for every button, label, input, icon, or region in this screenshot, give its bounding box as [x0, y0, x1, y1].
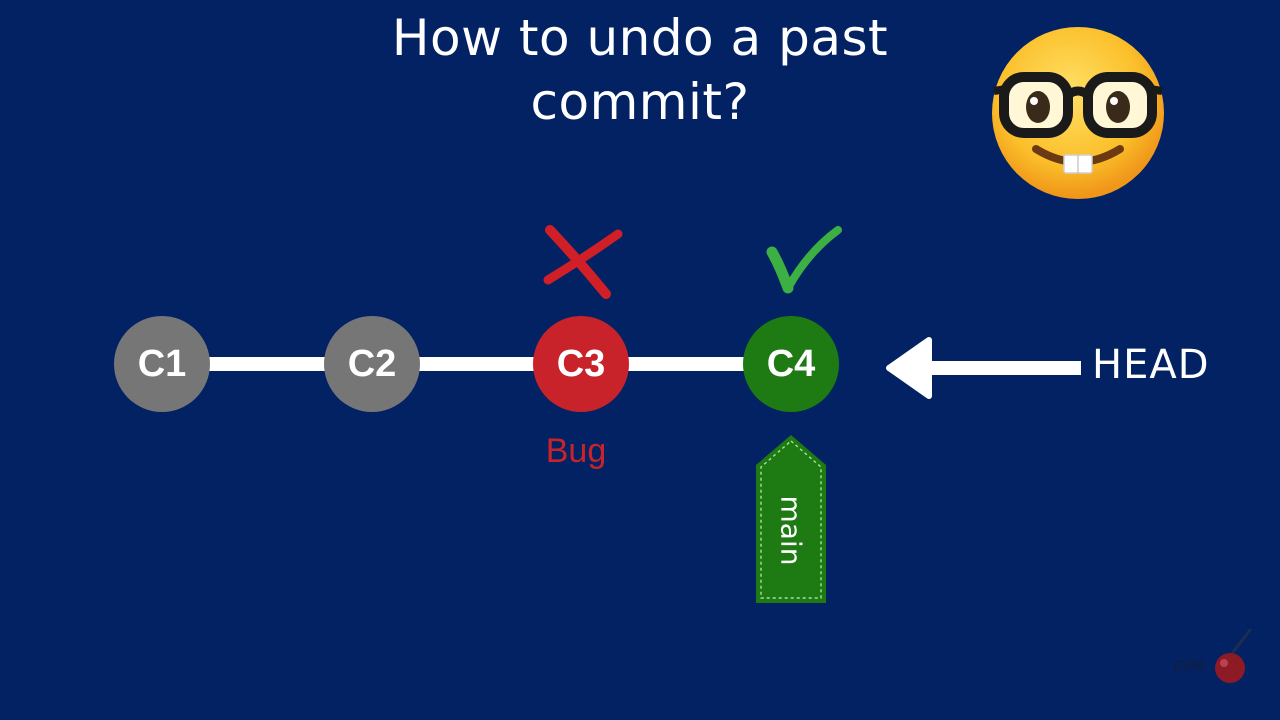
title-line-2: commit?	[530, 73, 750, 131]
commit-c1[interactable]: C1	[114, 316, 210, 412]
logo-text: CPA	[1173, 658, 1206, 675]
connector-c3-c4	[628, 357, 748, 371]
red-x-icon	[543, 225, 623, 299]
page-title: How to undo a past commit?	[340, 6, 940, 134]
branch-tag-icon[interactable]	[754, 433, 828, 605]
bug-label: Bug	[545, 432, 607, 470]
connector-c1-c2	[208, 357, 328, 371]
commit-c1-label: C1	[137, 342, 187, 385]
branch-label-text: main	[774, 495, 808, 565]
commit-c4-label: C4	[766, 342, 816, 385]
connector-c2-c3	[418, 357, 538, 371]
cherry-logo-icon	[1215, 628, 1252, 683]
title-line-1: How to undo a past	[391, 9, 889, 67]
left-arrow-icon	[886, 337, 1081, 399]
commit-c3[interactable]: C3	[533, 316, 629, 412]
commit-c4[interactable]: C4	[743, 316, 839, 412]
commit-c2-label: C2	[347, 342, 397, 385]
commit-c3-label: C3	[556, 342, 606, 385]
commit-c2[interactable]: C2	[324, 316, 420, 412]
green-check-icon	[766, 226, 842, 294]
nerd-face-emoji-icon	[992, 27, 1164, 199]
head-label: HEAD	[1092, 342, 1210, 388]
